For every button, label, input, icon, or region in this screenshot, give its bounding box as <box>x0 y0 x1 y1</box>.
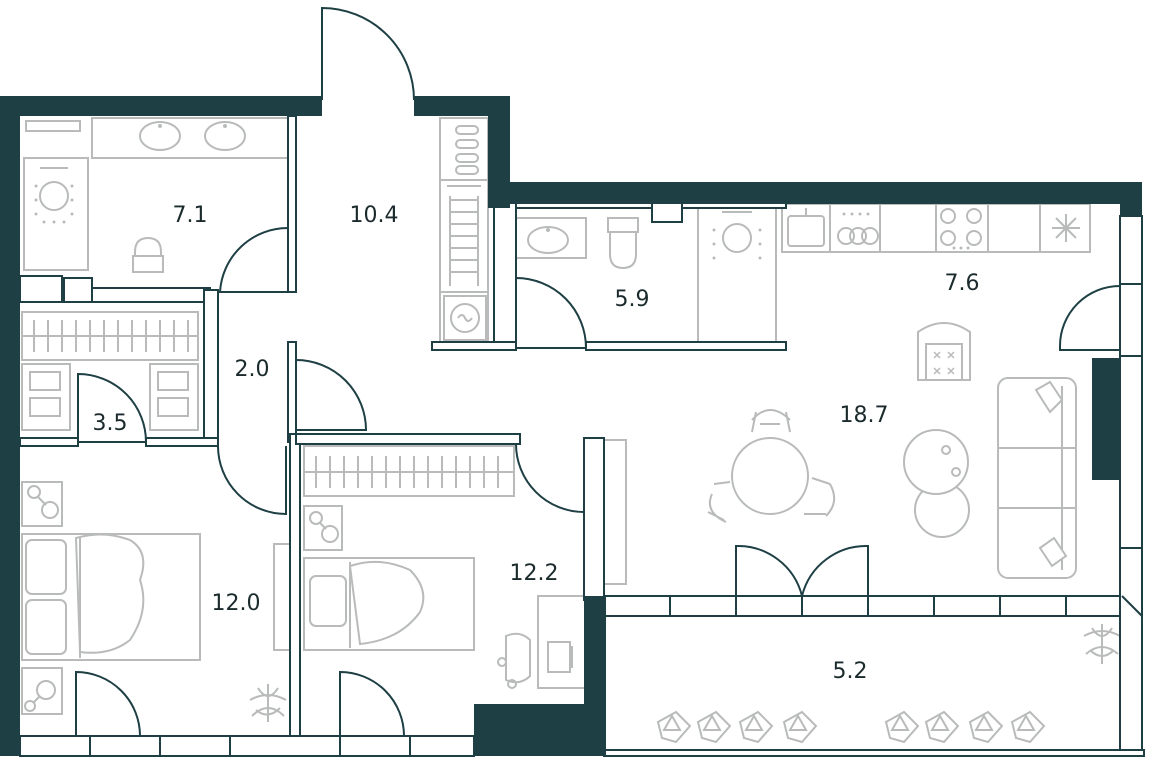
snowflake-icon <box>1052 214 1080 242</box>
washing-machine-icon <box>443 295 487 341</box>
area-labels: 7.1 10.4 5.9 7.6 2.0 3.5 18.7 12.0 12.2 … <box>93 203 980 684</box>
double-sink-icon <box>91 117 297 159</box>
coffee-tables-icon <box>903 429 970 538</box>
nightstand-lamp-icon <box>21 481 63 527</box>
flower-bed-icon <box>656 710 1046 744</box>
dishes-icon <box>837 212 879 245</box>
wardrobe-rail-icon <box>303 445 515 497</box>
area-label-balcony: 5.2 <box>833 659 868 684</box>
bedroom-2-wardrobe-door <box>339 670 406 737</box>
tv-stand <box>603 439 627 585</box>
area-label-living-room: 18.7 <box>840 403 889 428</box>
kitchen-sink-icon <box>787 208 825 247</box>
area-label-kitchen: 7.6 <box>945 271 980 296</box>
furniture <box>21 117 1121 744</box>
bathroom-2-door <box>515 276 588 349</box>
bedroom-1-door <box>217 445 287 516</box>
desk-icon <box>537 595 589 689</box>
area-label-closet: 3.5 <box>93 411 128 436</box>
shower-icon <box>23 157 89 271</box>
corridor-door <box>295 359 368 431</box>
entrance-door <box>321 6 415 101</box>
area-label-bedroom-1: 12.0 <box>212 591 261 616</box>
shelf-boxes-icon <box>21 363 199 431</box>
armchair-icon <box>917 322 971 381</box>
plant-icon <box>1083 624 1121 664</box>
area-label-bathroom-2: 5.9 <box>615 287 650 312</box>
interior-walls <box>19 115 1145 757</box>
office-chair-icon <box>497 632 531 689</box>
kitchen-side-door <box>1059 285 1121 351</box>
nightstand-lamp-icon <box>21 667 63 715</box>
toilet-icon <box>607 217 639 270</box>
single-bed-icon <box>303 557 475 651</box>
bedroom-1-wardrobe-door <box>75 670 142 737</box>
wardrobe-rail-icon <box>21 311 199 361</box>
toilet-icon <box>132 236 164 273</box>
exterior-walls <box>0 96 1142 756</box>
bathroom-door <box>218 226 289 293</box>
double-bed-icon <box>21 533 201 661</box>
kitchen-counter-icon <box>781 203 1091 253</box>
sofa-icon <box>997 377 1077 579</box>
closet-door <box>77 372 148 443</box>
bedroom-2-door <box>515 443 585 514</box>
shower-icon <box>697 205 777 345</box>
dining-table-icon <box>707 409 836 523</box>
cabinet <box>25 120 81 132</box>
area-label-hallway: 10.4 <box>350 203 399 228</box>
doors <box>75 6 1121 737</box>
area-label-bedroom-2: 12.2 <box>510 561 559 586</box>
cooktop-icon <box>940 208 982 250</box>
sink-icon <box>515 217 587 259</box>
balcony-double-door <box>735 544 869 597</box>
nightstand-lamp-icon <box>303 505 343 551</box>
area-label-corridor: 2.0 <box>235 357 270 382</box>
area-label-bathroom-1: 7.1 <box>173 203 208 228</box>
plant-icon <box>249 684 287 722</box>
